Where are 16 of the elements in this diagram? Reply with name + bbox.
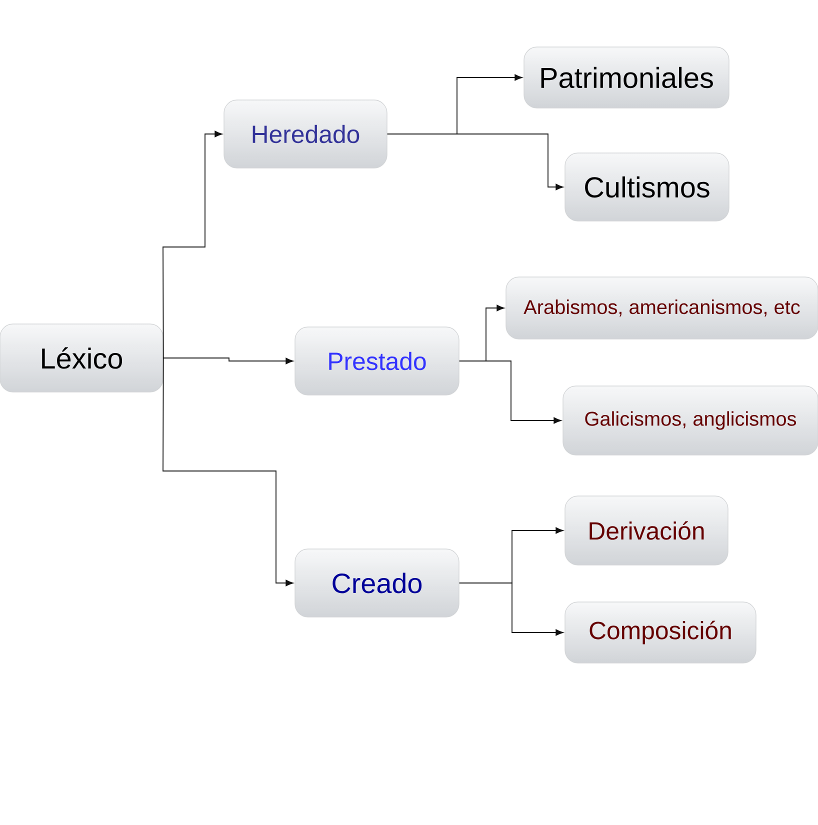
connector-arrow	[386, 134, 564, 190]
category-box: Composición	[564, 602, 756, 664]
category-box: Arabismos, americanismos, etc	[506, 276, 818, 340]
category-box: Prestado	[294, 326, 460, 396]
category-box: Heredado	[224, 100, 388, 168]
connector-arrow	[162, 358, 294, 364]
connector-arrow	[162, 358, 294, 586]
category-box: Cultismos	[564, 152, 730, 222]
category-box: Derivación	[564, 496, 728, 566]
category-box: Galicismos, anglicismos	[562, 386, 818, 456]
category-box: Creado	[294, 548, 460, 618]
category-box: Patrimoniales	[524, 46, 730, 108]
connector-arrow	[458, 360, 562, 424]
category-box: Léxico	[0, 324, 164, 392]
connector-arrow	[458, 582, 564, 636]
connector-arrow	[162, 130, 222, 358]
